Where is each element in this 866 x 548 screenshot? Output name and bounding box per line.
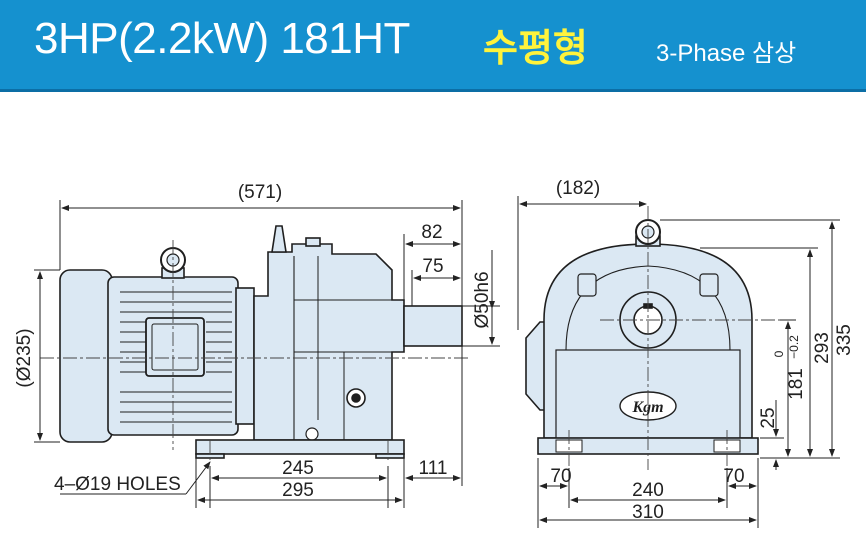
dim-width-182: (182) (556, 178, 600, 199)
dim-base-245: 245 (282, 458, 314, 479)
dim-shaft-82: 82 (421, 222, 442, 243)
dim-motor-dia: (Ø235) (14, 328, 35, 387)
holes-note: 4–Ø19 HOLES (54, 474, 181, 495)
dim-base-310: 310 (632, 502, 664, 523)
phase-label: 3-Phase 삼상 (656, 40, 797, 67)
dim-height-293: 293 (812, 332, 833, 364)
motor-fins (120, 291, 232, 423)
output-shaft (403, 305, 463, 347)
dim-shaft-dia: Ø50h6 (472, 271, 493, 328)
tolerance-upper: 0 (772, 350, 786, 357)
tolerance-lower: −0.2 (787, 335, 801, 359)
dimension-drawing: (571) 82 75 Ø50h6 (Ø235) 245 295 111 4–Ø… (14, 178, 855, 528)
terminal-box (145, 317, 205, 377)
front-view (525, 219, 759, 455)
dim-base-240: 240 (632, 480, 664, 501)
fan-cover (59, 269, 113, 443)
dim-111: 111 (419, 458, 448, 479)
dim-foot-70-left: 70 (550, 466, 571, 487)
mount-type-label: 수평형 (483, 28, 588, 70)
brand-logo: Kgm (631, 399, 663, 416)
side-view (59, 225, 463, 459)
model-title: 3HP(2.2kW) 181HT (34, 14, 410, 63)
title-banner: 3HP(2.2kW) 181HT 수평형 3-Phase 삼상 (0, 0, 866, 92)
dim-overall-length: (571) (238, 182, 282, 203)
dim-foot-70-right: 70 (723, 466, 744, 487)
dim-height-181: 181 (786, 368, 807, 400)
gear-housing (253, 243, 405, 441)
dim-shaft-75: 75 (422, 256, 443, 277)
dim-height-25: 25 (758, 407, 779, 428)
dim-base-295: 295 (282, 480, 314, 501)
base-plate (195, 439, 405, 455)
dim-height-335: 335 (834, 324, 855, 356)
